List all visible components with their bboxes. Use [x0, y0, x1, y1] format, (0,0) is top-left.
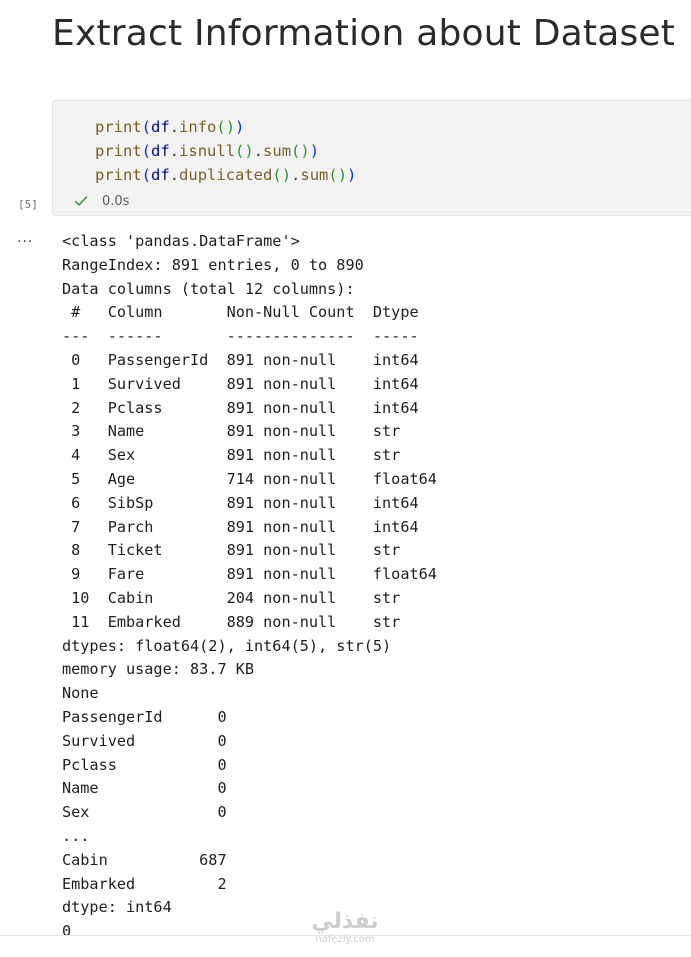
code-token: () [272, 166, 292, 184]
code-line: print(df.isnull().sum()) [95, 139, 356, 163]
code-token: ( [141, 118, 152, 136]
output-line: dtypes: float64(2), int64(5), str(5) [62, 636, 392, 655]
output-line: Pclass 0 [62, 755, 227, 774]
output-line: dtype: int64 [62, 898, 172, 917]
output-more-actions-icon[interactable]: ... [17, 230, 34, 246]
divider [0, 935, 691, 936]
execution-time: 0.0s [102, 193, 130, 209]
code-editor[interactable]: print(df.info())print(df.isnull().sum())… [95, 115, 356, 187]
output-line: 0 PassengerId 891 non-null int64 [62, 350, 419, 369]
output-line: memory usage: 83.7 KB [62, 660, 255, 679]
output-line: Name 0 [62, 779, 227, 798]
code-token: ) [309, 142, 320, 160]
output-line: 4 Sex 891 non-null str [62, 446, 401, 465]
output-line: Data columns (total 12 columns): [62, 279, 355, 298]
code-token: df [151, 118, 170, 136]
output-line: ... [62, 826, 90, 845]
output-line: 7 Parch 891 non-null int64 [62, 517, 419, 536]
code-token: print [95, 166, 142, 184]
output-line: 11 Embarked 889 non-null str [62, 612, 401, 631]
code-token: ( [141, 142, 152, 160]
code-token: () [328, 166, 348, 184]
code-line: print(df.duplicated().sum()) [95, 163, 356, 187]
output-line: Survived 0 [62, 731, 227, 750]
code-line: print(df.info()) [95, 115, 356, 139]
markdown-heading: Extract Information about Dataset [52, 13, 676, 54]
code-token: isnull [179, 142, 236, 160]
cell-status-bar: 0.0s [73, 192, 129, 210]
code-token: . [169, 142, 180, 160]
code-token: () [216, 118, 236, 136]
code-token: ) [347, 166, 357, 184]
code-token: duplicated [179, 166, 273, 184]
code-token: ( [141, 166, 152, 184]
code-token: info [179, 118, 217, 136]
output-line: 0 [62, 922, 72, 941]
code-token: () [235, 142, 254, 160]
output-line: Cabin 687 [62, 850, 227, 869]
code-token: df [151, 142, 170, 160]
output-line: 8 Ticket 891 non-null str [62, 541, 401, 560]
code-token: sum [300, 166, 329, 184]
code-token: . [169, 166, 180, 184]
output-line: 2 Pclass 891 non-null int64 [62, 398, 419, 417]
execution-count: [5] [18, 198, 38, 211]
output-line: 9 Fare 891 non-null float64 [62, 565, 437, 584]
output-line: <class 'pandas.DataFrame'> [62, 232, 300, 250]
code-token: . [169, 118, 180, 136]
code-token: . [253, 142, 264, 160]
output-line: 3 Name 891 non-null str [62, 422, 401, 441]
output-line: None [62, 684, 99, 703]
output-line: Embarked 2 [62, 874, 227, 893]
output-line: 1 Survived 891 non-null int64 [62, 374, 419, 393]
code-token: df [151, 166, 170, 184]
output-line: # Column Non-Null Count Dtype [62, 303, 419, 322]
output-line: 10 Cabin 204 non-null str [62, 588, 401, 607]
output-line: PassengerId 0 [62, 707, 227, 726]
output-line: 6 SibSp 891 non-null int64 [62, 493, 419, 512]
code-token: print [95, 118, 142, 136]
code-token: . [291, 166, 301, 184]
code-token: print [95, 142, 142, 160]
output-line: --- ------ -------------- ----- [62, 327, 419, 346]
code-token: () [291, 142, 310, 160]
output-line: 5 Age 714 non-null float64 [62, 469, 437, 488]
code-cell[interactable]: print(df.info())print(df.isnull().sum())… [52, 100, 691, 216]
output-line: Sex 0 [62, 803, 227, 822]
code-token: sum [263, 142, 292, 160]
check-icon [74, 196, 88, 206]
cell-output: <class 'pandas.DataFrame'> RangeIndex: 89… [62, 230, 682, 944]
code-token: ) [235, 118, 245, 136]
output-line: RangeIndex: 891 entries, 0 to 890 [62, 255, 364, 274]
